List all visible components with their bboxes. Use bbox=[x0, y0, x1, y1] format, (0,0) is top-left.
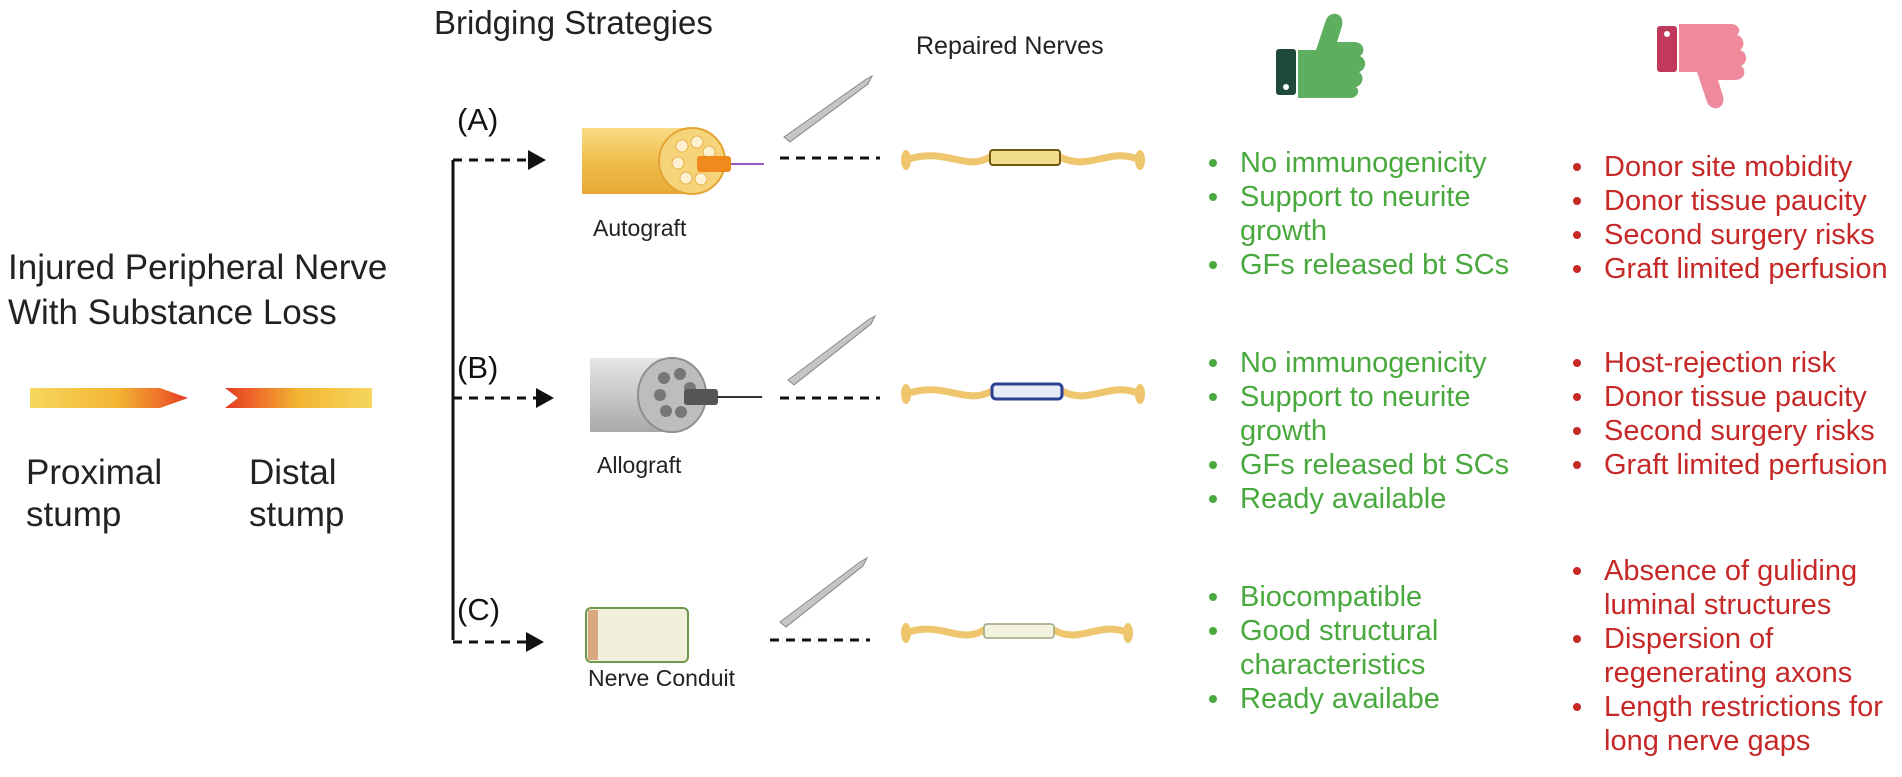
list-item: GFs released bt SCs bbox=[1202, 448, 1532, 482]
cons-list-a: Donor site mobidity Donor tissue paucity… bbox=[1566, 150, 1896, 286]
scalpel-icon bbox=[783, 74, 874, 143]
repaired-nerve-a bbox=[901, 149, 1145, 170]
nerve-conduit-illustration bbox=[585, 607, 689, 663]
list-item: GFs released bt SCs bbox=[1202, 248, 1532, 282]
allograft-label: Allograft bbox=[597, 452, 682, 478]
list-item: Donor site mobidity bbox=[1566, 150, 1896, 184]
thumbs-up-icon bbox=[1276, 13, 1366, 98]
option-c-label: (C) bbox=[457, 592, 501, 627]
proximal-label-line-2: stump bbox=[26, 495, 122, 534]
page-title: Bridging Strategies bbox=[434, 4, 713, 41]
nerve-conduit-label: Nerve Conduit bbox=[588, 665, 736, 691]
list-item: Absence of guliding luminal structures bbox=[1566, 554, 1896, 622]
proximal-stump-label: Proximal stump bbox=[26, 452, 162, 536]
scalpel-icon bbox=[787, 314, 877, 386]
list-item: Ready available bbox=[1202, 482, 1532, 516]
option-a-label: (A) bbox=[457, 102, 499, 137]
repaired-nerves-title: Repaired Nerves bbox=[916, 32, 1104, 60]
list-item: Good structural characteristics bbox=[1202, 614, 1502, 682]
repaired-nerve-b bbox=[901, 382, 1145, 404]
list-item: Length restrictions for long nerve gaps bbox=[1566, 690, 1896, 758]
proximal-label-line-1: Proximal bbox=[26, 453, 163, 492]
list-item: Dispersion of regenerating axons bbox=[1566, 622, 1896, 690]
list-item: Host-rejection risk bbox=[1566, 346, 1896, 380]
distal-stump-nerve bbox=[225, 388, 372, 408]
autograft-illustration bbox=[582, 127, 764, 195]
list-item: Donor tissue paucity bbox=[1566, 380, 1896, 414]
proximal-stump-nerve bbox=[30, 388, 188, 408]
branch-connector bbox=[451, 158, 548, 644]
pros-list-a: No immunogenicity Support to neurite gro… bbox=[1202, 146, 1532, 282]
distal-label-line-1: Distal bbox=[249, 453, 337, 492]
repair-dash-lines bbox=[770, 156, 880, 642]
arrow-b-icon bbox=[536, 388, 554, 408]
arrow-a-icon bbox=[528, 150, 546, 170]
list-item: No immunogenicity bbox=[1202, 346, 1532, 380]
distal-label-line-2: stump bbox=[249, 495, 345, 534]
list-item: Donor tissue paucity bbox=[1566, 184, 1896, 218]
arrow-c-icon bbox=[526, 632, 544, 652]
allograft-illustration bbox=[590, 357, 762, 433]
scalpel-icon bbox=[779, 556, 869, 628]
list-item: Support to neurite growth bbox=[1202, 180, 1532, 248]
pros-list-b: No immunogenicity Support to neurite gro… bbox=[1202, 346, 1532, 516]
repaired-nerve-c bbox=[901, 623, 1133, 643]
list-item: Second surgery risks bbox=[1566, 414, 1896, 448]
thumbs-down-icon bbox=[1657, 24, 1747, 109]
injured-nerve-label: Injured Peripheral Nerve With Substance … bbox=[8, 245, 387, 335]
injured-line-1: Injured Peripheral Nerve bbox=[8, 248, 388, 287]
pros-list-c: Biocompatible Good structural characteri… bbox=[1202, 580, 1502, 716]
option-b-label: (B) bbox=[457, 350, 499, 385]
list-item: Ready availabe bbox=[1202, 682, 1502, 716]
list-item: Second surgery risks bbox=[1566, 218, 1896, 252]
list-item: Graft limited perfusion bbox=[1566, 448, 1896, 482]
list-item: Biocompatible bbox=[1202, 580, 1502, 614]
injured-line-2: With Substance Loss bbox=[8, 293, 337, 332]
list-item: Graft limited perfusion bbox=[1566, 252, 1896, 286]
cons-list-c: Absence of guliding luminal structures D… bbox=[1566, 554, 1896, 758]
list-item: No immunogenicity bbox=[1202, 146, 1532, 180]
distal-stump-label: Distal stump bbox=[249, 452, 344, 536]
cons-list-b: Host-rejection risk Donor tissue paucity… bbox=[1566, 346, 1896, 482]
list-item: Support to neurite growth bbox=[1202, 380, 1532, 448]
autograft-label: Autograft bbox=[593, 215, 687, 241]
